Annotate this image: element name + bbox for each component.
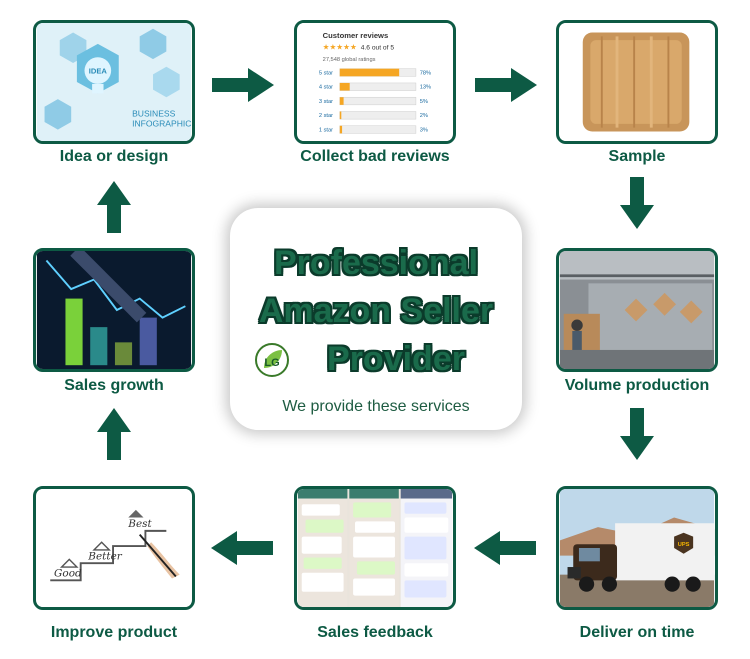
step-best-text: Best — [127, 518, 152, 530]
chat-screenshots-image — [297, 489, 453, 607]
center-title-line3: Provider — [327, 340, 465, 378]
reviews-thumbnail: Customer reviews ★★★★★ 4.6 out of 5 27,5… — [294, 20, 456, 144]
improve-steps-image: Good Better Best — [36, 489, 192, 607]
center-card: Professional Amazon Seller Provider LG W… — [230, 208, 522, 430]
step-label-production: Volume production — [564, 377, 710, 394]
review-bar-fill — [339, 111, 342, 120]
review-bar-track — [339, 125, 417, 134]
step-good-text: Good — [54, 568, 82, 580]
arrow-up-icon — [97, 181, 131, 233]
review-bar-track — [339, 96, 417, 106]
arrow-left-icon — [211, 531, 273, 565]
review-bar-track — [339, 111, 417, 120]
production-thumbnail — [556, 248, 718, 372]
review-row-star-label: 5 star — [319, 70, 333, 76]
review-bar-fill — [339, 68, 400, 77]
arrow-down-icon — [620, 408, 654, 460]
step-label-reviews: Collect bad reviews — [300, 148, 450, 165]
reviews-stars: ★★★★★ — [323, 43, 357, 52]
review-bar-fill — [339, 125, 343, 134]
truck-image: UPS — [559, 489, 715, 607]
sample-thumbnail — [556, 20, 718, 144]
review-row-star-label: 1 star — [319, 127, 333, 133]
review-bar-fill — [339, 82, 350, 91]
logo-text: LG — [264, 357, 279, 369]
review-row-percent: 2% — [420, 113, 428, 119]
center-subtitle: We provide these services — [282, 398, 470, 415]
deliver-thumbnail: UPS — [556, 486, 718, 610]
step-better-text: Better — [87, 550, 122, 562]
arrow-left-icon — [474, 531, 536, 565]
arrow-right-icon — [475, 68, 537, 102]
sales-growth-image — [36, 251, 192, 369]
reviews-global: 27,548 global ratings — [323, 57, 376, 63]
review-row-percent: 78% — [420, 70, 431, 76]
step-label-sample: Sample — [608, 148, 666, 165]
cutting-board-image — [559, 23, 715, 141]
center-title-line2: Amazon Seller — [258, 292, 494, 330]
ups-logo: UPS — [678, 542, 690, 548]
reviews-title: Customer reviews — [323, 31, 389, 40]
review-row-star-label: 4 star — [319, 85, 333, 91]
growth-thumbnail — [33, 248, 195, 372]
step-label-feedback: Sales feedback — [317, 624, 433, 641]
step-label-idea: Idea or design — [59, 148, 169, 165]
idea-caption-1: BUSINESS — [132, 108, 176, 118]
step-label-growth: Sales growth — [64, 377, 164, 394]
review-bar-fill — [339, 97, 344, 105]
review-bar-track — [339, 82, 417, 91]
reviews-panel: Customer reviews ★★★★★ 4.6 out of 5 27,5… — [297, 23, 453, 141]
step-label-deliver: Deliver on time — [579, 624, 695, 641]
review-row-star-label: 2 star — [319, 113, 333, 119]
improve-thumbnail: Good Better Best — [33, 486, 195, 610]
center-title-line1: Professional — [273, 244, 479, 282]
idea-thumbnail: IDEA BUSINESS INFOGRAPHIC — [33, 20, 195, 144]
review-row-percent: 13% — [420, 85, 431, 91]
idea-infographic-image: IDEA BUSINESS INFOGRAPHIC — [36, 23, 191, 141]
feedback-thumbnail — [294, 486, 456, 610]
idea-caption-2: INFOGRAPHIC — [132, 119, 191, 129]
arrow-up-icon — [97, 408, 131, 460]
review-row-percent: 3% — [420, 127, 428, 133]
factory-image — [559, 251, 715, 369]
reviews-rating: 4.6 out of 5 — [361, 45, 395, 52]
review-row-percent: 5% — [420, 99, 428, 105]
arrow-right-icon — [212, 68, 274, 102]
step-label-improve: Improve product — [50, 624, 178, 641]
arrow-down-icon — [620, 177, 654, 229]
review-row-star-label: 3 star — [319, 99, 333, 105]
leaf-logo-icon: LG — [254, 342, 290, 378]
idea-word: IDEA — [89, 66, 108, 75]
